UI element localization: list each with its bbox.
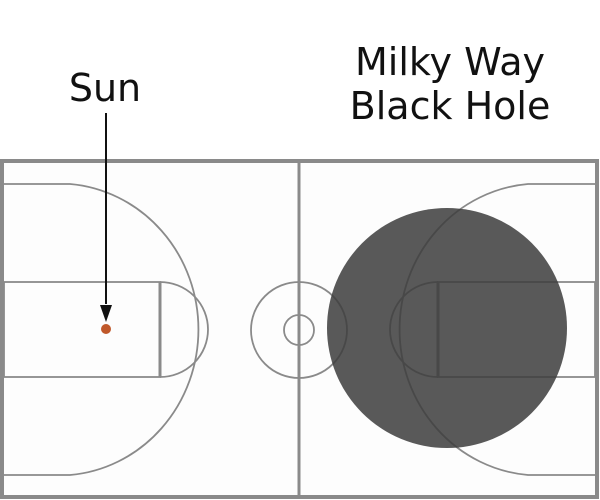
black-hole-label-line2: Black Hole [349,84,551,128]
sun-label: Sun [68,66,142,110]
black-hole-label-line1: Milky Way [354,40,546,84]
black-hole-disc [327,208,567,448]
sun-dot [101,324,111,334]
left-free-throw-arc [159,281,209,378]
center-inner-circle [283,314,315,346]
left-three-point-line [2,183,200,476]
sun-arrow-head [100,305,112,322]
black-hole-label: Milky Way Black Hole [320,40,580,128]
